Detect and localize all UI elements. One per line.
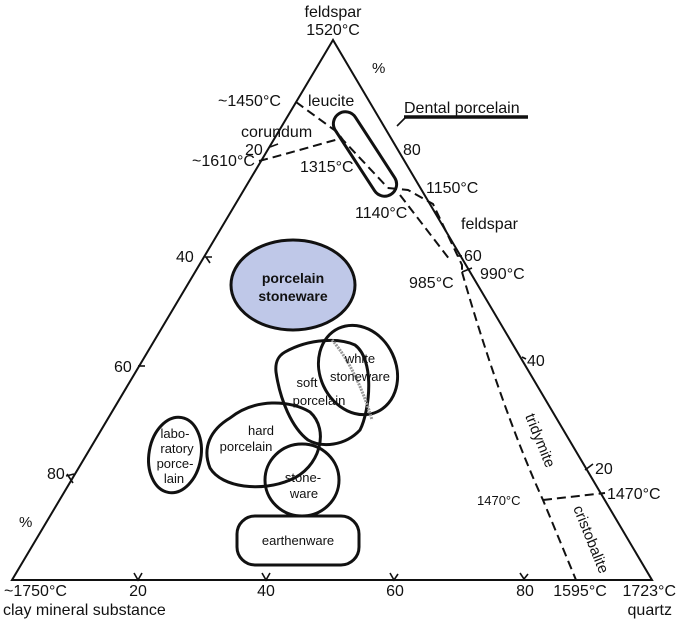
right-tick-40 [521,356,527,360]
boundary-tridymite [461,271,577,581]
label-stoneware-2: ware [289,486,318,501]
region-soft-porcelain [274,338,371,447]
boundary-feldspar-outer [387,187,463,272]
label-dental-porcelain: Dental porcelain [404,100,520,117]
boundary-corundum [258,138,340,162]
label-earthenware: earthenware [262,533,334,548]
boundary-cristobalite [542,492,606,501]
label-soft-porcelain-1: soft [297,375,318,390]
temp-1140: 1140°C [355,205,407,222]
right-label-20: 20 [595,461,613,478]
left-label-40: 40 [176,249,194,266]
temp-985: 985°C [409,275,454,292]
bottom-label-20: 20 [129,583,147,600]
vertex-left-name: clay mineral substance [3,602,166,619]
vertex-top-temp: 1520°C [306,22,360,39]
temp-1150: 1150°C [426,180,478,197]
phase-leucite: leucite [308,93,354,110]
region-earthenware [235,514,361,567]
right-label-40: 40 [527,353,545,370]
bottom-label-80: 80 [516,583,534,600]
left-tick-80 [65,473,75,484]
left-axis-ticks [65,143,279,484]
phase-cristobalite: cristobalite [569,503,612,576]
temp-1470-right: 1470°C [607,486,661,503]
left-label-80: 80 [47,466,65,483]
region-white-stoneware [316,323,400,417]
bottom-tick-40 [261,572,271,582]
temp-1610: ~1610°C [192,153,255,170]
bottom-tick-60 [389,572,399,582]
region-hard-porcelain [205,401,322,489]
label-white-stoneware-1: white [344,351,375,366]
left-label-60: 60 [114,359,132,376]
phase-feldspar: feldspar [461,216,519,233]
percent-left: % [19,514,32,531]
right-axis-ticks [458,255,594,471]
left-tick-20 [269,143,279,148]
boundary-feldspar-inner [399,194,451,261]
vertex-right-temp: 1723°C [622,583,676,600]
temp-1470-left: 1470°C [477,493,521,508]
temp-1595: 1595°C [553,583,607,600]
region-dental-porcelain [331,110,399,198]
label-porcelain-stoneware-2: stoneware [258,288,327,304]
temp-990: 990°C [480,266,525,283]
label-hard-porcelain-1: hard [248,423,274,438]
dental-leader [396,117,406,127]
tick-990 [461,267,473,273]
label-laboratory-4: lain [164,471,184,486]
right-tick-20 [584,463,594,471]
label-soft-porcelain-2: porcelain [293,393,346,408]
temp-1450: ~1450°C [218,93,281,110]
right-label-80: 80 [403,142,421,159]
phase-corundum: corundum [241,124,312,141]
label-white-stoneware-2: stoneware [330,369,390,384]
bottom-label-60: 60 [386,583,404,600]
left-tick-40 [205,256,212,264]
label-hard-porcelain-2: porcelain [220,439,273,454]
label-laboratory-1: labo- [161,426,190,441]
phase-boundaries [258,101,606,581]
vertex-left-temp: ~1750°C [4,583,67,600]
bottom-axis-ticks [133,572,529,582]
label-porcelain-stoneware-1: porcelain [262,270,324,286]
vertex-right-name: quartz [628,602,672,619]
bottom-tick-80 [519,572,529,581]
label-laboratory-3: porce- [157,456,194,471]
temp-1315: 1315°C [300,159,354,176]
vertex-top-name: feldspar [305,4,363,21]
right-label-60: 60 [464,248,482,265]
label-laboratory-2: ratory [160,441,194,456]
bottom-tick-20 [133,572,143,582]
triangle-outline [10,38,654,581]
label-stoneware-1: stone- [285,470,321,485]
region-laboratory-porcelain [147,415,203,495]
left-label-20: 20 [245,142,263,159]
percent-right: % [372,60,385,77]
region-porcelain-stoneware [229,238,357,332]
faded-divider [330,338,374,421]
bottom-label-40: 40 [257,583,275,600]
